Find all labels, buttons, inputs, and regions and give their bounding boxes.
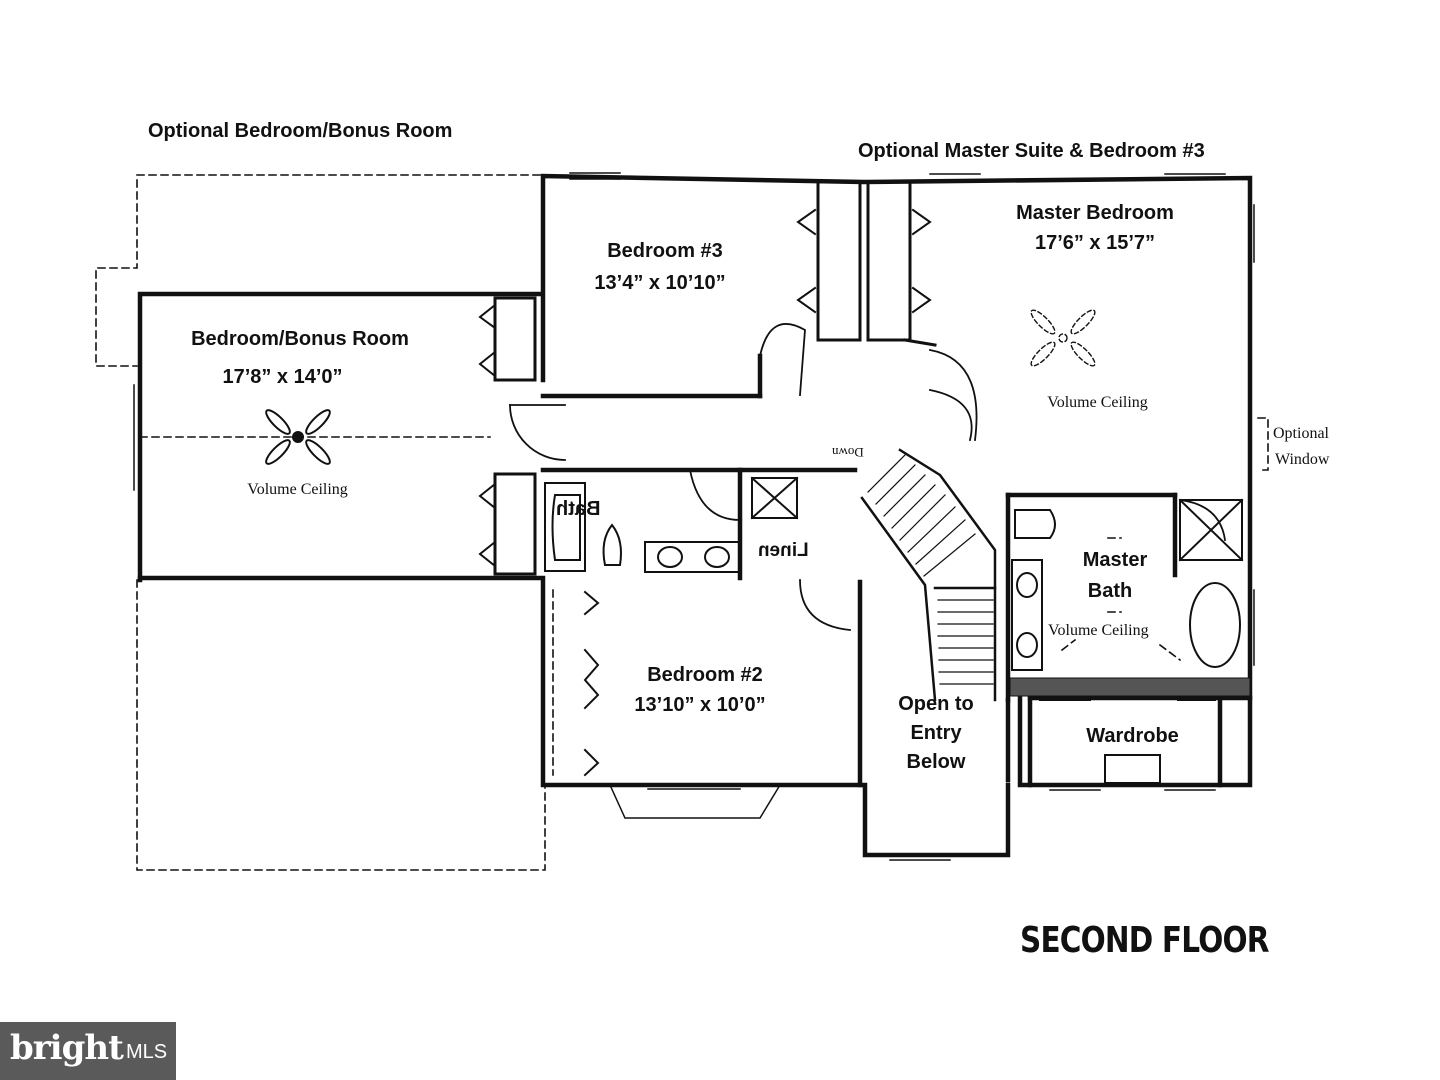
door-swings — [509, 323, 1227, 631]
bonus-room-dims: 17’8” x 14’0” — [222, 366, 343, 388]
staircase — [860, 448, 997, 702]
closet-door-marks — [478, 208, 932, 777]
optional-window-note-line1: Optional — [1273, 425, 1329, 442]
master-bath-line1: Master — [1082, 549, 1148, 571]
master-bath-line2: Bath — [1087, 580, 1133, 602]
bedroom2-name: Bedroom #2 — [647, 664, 763, 686]
bath-label: Bath — [556, 498, 601, 520]
hatched-wall — [1009, 677, 1251, 697]
floor-title: SECOND FLOOR — [1020, 920, 1269, 961]
open-entry-line2: Entry — [910, 722, 962, 744]
optional-dashed-outline — [95, 174, 1269, 871]
bath-fixtures — [544, 476, 1244, 671]
optional-window-note-line2: Window — [1275, 451, 1330, 468]
stair-down-label: Down — [832, 445, 864, 460]
bright-mls-watermark: bright MLS — [0, 1022, 176, 1080]
windows — [133, 172, 1255, 861]
bonus-room-name: Bedroom/Bonus Room — [191, 328, 409, 350]
ceiling-fan-master — [1030, 309, 1096, 367]
master-bath-ceiling-note: Volume Ceiling — [1048, 622, 1149, 639]
wardrobe-label: Wardrobe — [1086, 725, 1179, 747]
optional-master-suite-note: Optional Master Suite & Bedroom #3 — [858, 140, 1205, 162]
ceiling-fan-bonus — [265, 409, 331, 465]
master-bedroom-name: Master Bedroom — [1016, 202, 1174, 224]
stair-treads — [867, 454, 994, 685]
watermark-brand: bright — [10, 1028, 124, 1068]
wardrobe-shelf — [1039, 699, 1216, 784]
exterior-walls — [137, 173, 1253, 858]
optional-bonus-note: Optional Bedroom/Bonus Room — [148, 120, 453, 142]
master-bedroom-ceiling-note: Volume Ceiling — [1047, 394, 1148, 411]
linen-label: Linen — [758, 540, 809, 561]
master-bedroom-dims: 17’6” x 15’7” — [1034, 232, 1156, 254]
bedroom2-dims: 13’10” x 10’0” — [634, 694, 766, 716]
open-entry-line3: Below — [906, 751, 966, 773]
bedroom3-dims: 13’4” x 10’10” — [594, 272, 726, 294]
watermark-suffix: MLS — [126, 1041, 168, 1063]
bedroom3-name: Bedroom #3 — [607, 240, 723, 262]
closet-walls — [493, 180, 937, 576]
bonus-room-ceiling-note: Volume Ceiling — [247, 481, 348, 498]
open-entry-line1: Open to — [898, 693, 974, 715]
